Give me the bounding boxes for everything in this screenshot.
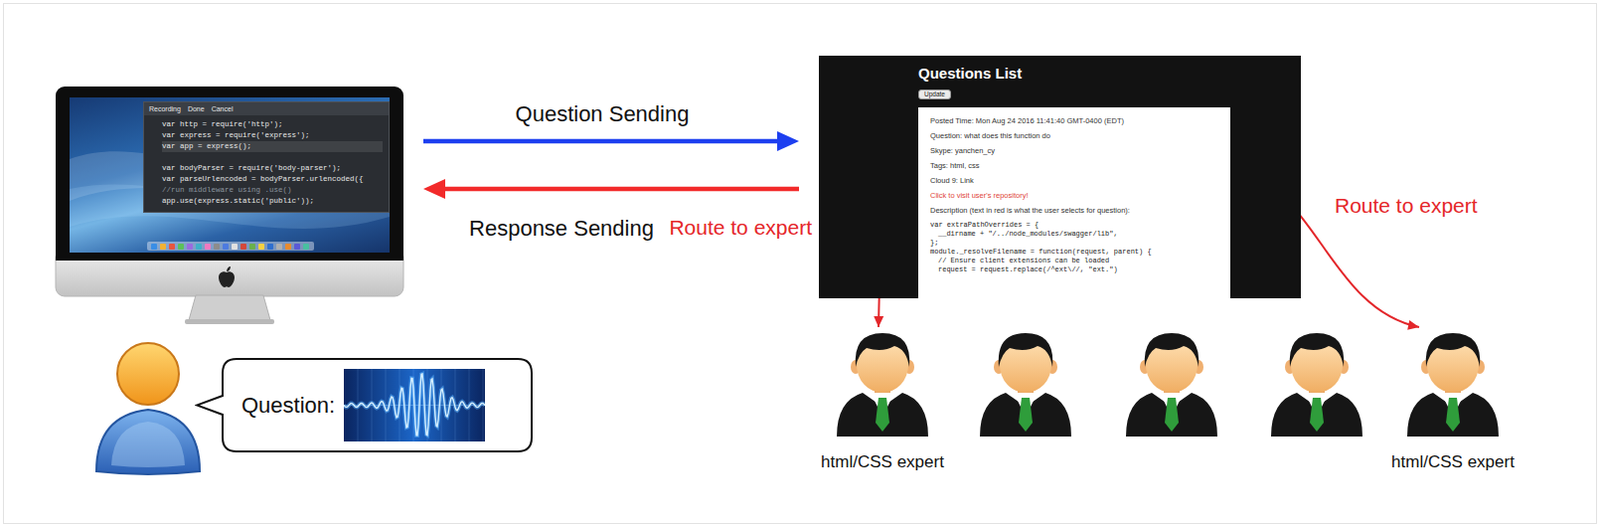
question-field: Click to visit user's repository! (930, 190, 1219, 200)
dock-icon (258, 243, 265, 250)
user-body-highlight (111, 421, 185, 468)
code-window: RecordingDoneCancelvar http = require('h… (143, 101, 390, 213)
questions-panel: Questions ListUpdatePosted Time: Mon Aug… (818, 55, 1301, 299)
edge-label: Response Sending (469, 215, 654, 242)
edge-label: Route to expert (1334, 192, 1478, 218)
dock-icon (213, 243, 220, 250)
code-line: var app = express(); (161, 141, 383, 153)
panel-title: Questions List (918, 64, 1301, 83)
apple-logo-leaf (226, 266, 231, 272)
expert-icon (1125, 332, 1218, 437)
dock-icon (303, 243, 310, 250)
question-field: Posted Time: Mon Aug 24 2016 11:41:40 GM… (930, 116, 1219, 126)
dock-icon (276, 243, 283, 250)
expert-icon (979, 332, 1072, 437)
code-line: request = request.replace(/^ext\//, "ext… (930, 265, 1219, 275)
computer-screen: RecordingDoneCancelvar http = require('h… (55, 86, 404, 261)
dock-icon (231, 243, 238, 250)
dock-icon (285, 243, 292, 250)
user-body (96, 409, 200, 475)
expert-node: html/CSS expert (815, 326, 950, 473)
expert-node: html/CSS expert (1386, 326, 1520, 473)
monitor-screen: RecordingDoneCancelvar http = require('h… (69, 97, 390, 253)
dock-icon (168, 243, 175, 250)
bubble-text: Question: (241, 392, 335, 419)
monitor-stand (188, 295, 271, 320)
speech-bubble: Question: (194, 357, 533, 453)
edge-label: Question Sending (515, 101, 690, 128)
dock-icon (294, 243, 301, 250)
arrow-head (1407, 320, 1420, 330)
question-field: Cloud 9: Link (930, 175, 1219, 185)
toolbar-button: Recording (149, 104, 181, 114)
dock-icon (151, 243, 158, 250)
code-area: var http = require('http');var express =… (144, 115, 389, 212)
code-line: }; (930, 238, 1219, 248)
speech-bubble-border (196, 358, 532, 452)
connector-line (438, 186, 800, 192)
dock-icon (186, 243, 193, 250)
code-line: var parseUrlencoded = bodyParser.urlenco… (161, 173, 383, 185)
connector-line (423, 139, 785, 145)
edge-label-holder: Response Sending (466, 215, 657, 242)
edge-label-holder: Question Sending (512, 101, 693, 128)
code-line: __dirname + "/../node_modules/swagger/li… (930, 229, 1219, 239)
question-field: Skype: yanchen_cy (930, 146, 1219, 156)
code-line: //run middleware using .use() (161, 184, 383, 196)
expert-figure (836, 332, 929, 437)
waveform-ground (343, 368, 485, 442)
waveform-glow (343, 373, 485, 436)
user-head (117, 342, 179, 405)
code-line: var bodyParser = require('body-parser'); (161, 162, 383, 174)
dock-icon (195, 243, 202, 250)
monitor-base (184, 319, 275, 324)
question-field: Tags: html, css (930, 160, 1219, 170)
code-line: var http = require('http'); (161, 119, 383, 131)
waveform-image (343, 368, 485, 442)
arrow-head (423, 178, 446, 199)
code-line: module._resolveFilename = function(reque… (930, 247, 1219, 257)
dock-icon (204, 243, 211, 250)
dock-icon (160, 243, 166, 250)
dock-icon (267, 243, 274, 250)
dock-icon (222, 243, 229, 250)
dock-icon (177, 243, 184, 250)
expert-icon (1271, 332, 1363, 437)
update-button: Update (918, 89, 952, 100)
code-line: var extraPathOverrides = { (930, 220, 1219, 230)
waveform-line (343, 373, 485, 436)
toolbar-button: Done (187, 104, 205, 114)
code-line: // Ensure client extensions can be loade… (930, 256, 1219, 266)
edge-label: Route to expert (668, 214, 812, 240)
button-label: Update (924, 90, 946, 99)
expert-icon (1403, 326, 1503, 437)
question-field: Description (text in red is what the use… (930, 205, 1219, 215)
code-toolbar: Recording Done Cancel (144, 102, 389, 116)
connector-arrow (423, 178, 800, 199)
question-card: Posted Time: Mon Aug 24 2016 11:41:40 GM… (918, 107, 1231, 299)
code-line: var express = require('express'); (161, 130, 383, 142)
edge-label-holder: Route to expert (665, 214, 815, 240)
expert-icon (832, 326, 933, 437)
dock (147, 241, 315, 251)
question-field: Question: what does this function do (930, 131, 1219, 141)
code-line: app.use(express.static('public')); (161, 195, 383, 207)
expert-figure (1407, 332, 1499, 437)
dock-icon (249, 243, 256, 250)
expert-label: html/CSS expert (1391, 452, 1515, 473)
toolbar-button: Cancel (211, 104, 234, 114)
arrow-head (873, 316, 884, 327)
expert-label: html/CSS expert (820, 452, 945, 473)
user-icon (96, 342, 200, 475)
apple-logo (218, 271, 235, 288)
connector-arrow (423, 131, 800, 152)
arrow-head (777, 131, 800, 152)
edge-label-holder: Route to expert (1331, 192, 1481, 218)
dock-icon (240, 243, 247, 250)
